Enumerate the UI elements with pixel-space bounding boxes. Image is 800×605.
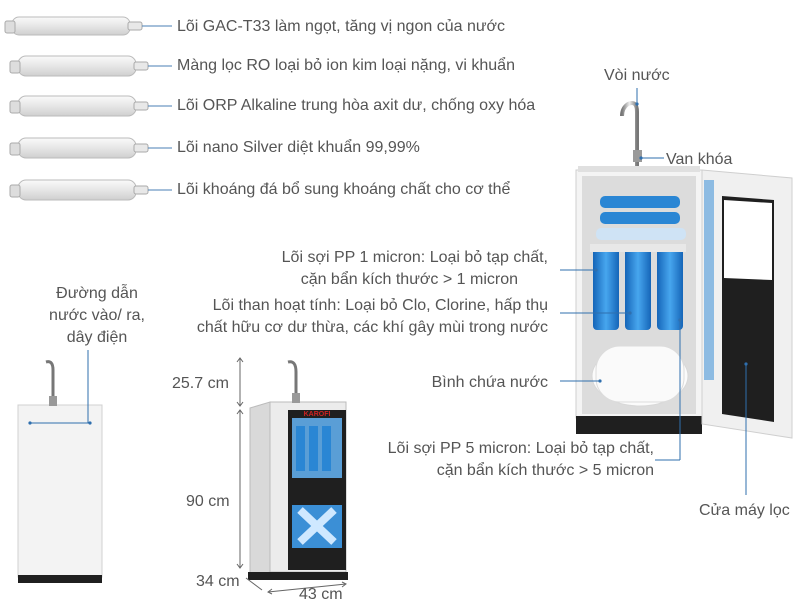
dimension-height: 90 cm: [186, 493, 230, 510]
pipes-label-line1: Đường dẫn: [56, 285, 138, 302]
dimension-lines: [236, 357, 347, 595]
pp5-label-line2: cặn bẩn kích thước > 5 micron: [436, 462, 654, 479]
filter-cartridge-gac: [4, 16, 172, 36]
filter-label-gac: Lõi GAC-T33 làm ngọt, tăng vị ngon của n…: [177, 18, 506, 35]
filter-label-orp: Lõi ORP Alkaline trung hòa axit dư, chốn…: [177, 97, 536, 114]
brand-logo: KAROFI: [304, 411, 331, 418]
pp1-label-line2: cặn bẩn kích thước > 1 micron: [300, 271, 518, 288]
carbon-label-line2: chất hữu cơ dư thừa, các khí gây mùi tro…: [196, 319, 548, 336]
door-label: Cửa máy lọc: [699, 502, 790, 519]
faucet-label: Vòi nước: [604, 67, 670, 84]
tank-label: Bình chứa nước: [431, 374, 548, 391]
cabinet-open-view: [575, 101, 793, 439]
carbon-label-line1: Lõi than hoạt tính: Loại bỏ Clo, Clorine…: [212, 297, 548, 314]
cabinet-back-view: [17, 350, 103, 583]
filter-cartridge-orp: [9, 95, 172, 117]
filter-label-ro: Màng lọc RO loại bỏ ion kim loại nặng, v…: [177, 57, 515, 74]
filter-cartridge-mineral: [9, 179, 172, 201]
filter-cartridge-ro: [9, 55, 172, 77]
dimension-depth: 34 cm: [196, 573, 240, 590]
valve-label: Van khóa: [666, 151, 733, 168]
cabinet-front-view: [248, 360, 348, 580]
dimension-top: 25.7 cm: [172, 375, 229, 392]
dimension-width: 43 cm: [299, 586, 343, 603]
filter-label-mineral: Lõi khoáng đá bổ sung khoáng chất cho cơ…: [177, 181, 511, 198]
pp5-label-line1: Lõi sợi PP 5 micron: Loại bỏ tạp chất,: [387, 440, 654, 457]
filter-label-nano-silver: Lõi nano Silver diệt khuẩn 99,99%: [177, 139, 420, 156]
pp1-label-line1: Lõi sợi PP 1 micron: Loại bỏ tạp chất,: [281, 249, 548, 266]
pipes-label-line3: dây điện: [66, 329, 128, 346]
callout-dots: [594, 102, 748, 383]
filter-cartridge-nano-silver: [9, 137, 172, 159]
pipes-label-line2: nước vào/ ra,: [49, 307, 145, 324]
callout-lines: [560, 88, 747, 495]
